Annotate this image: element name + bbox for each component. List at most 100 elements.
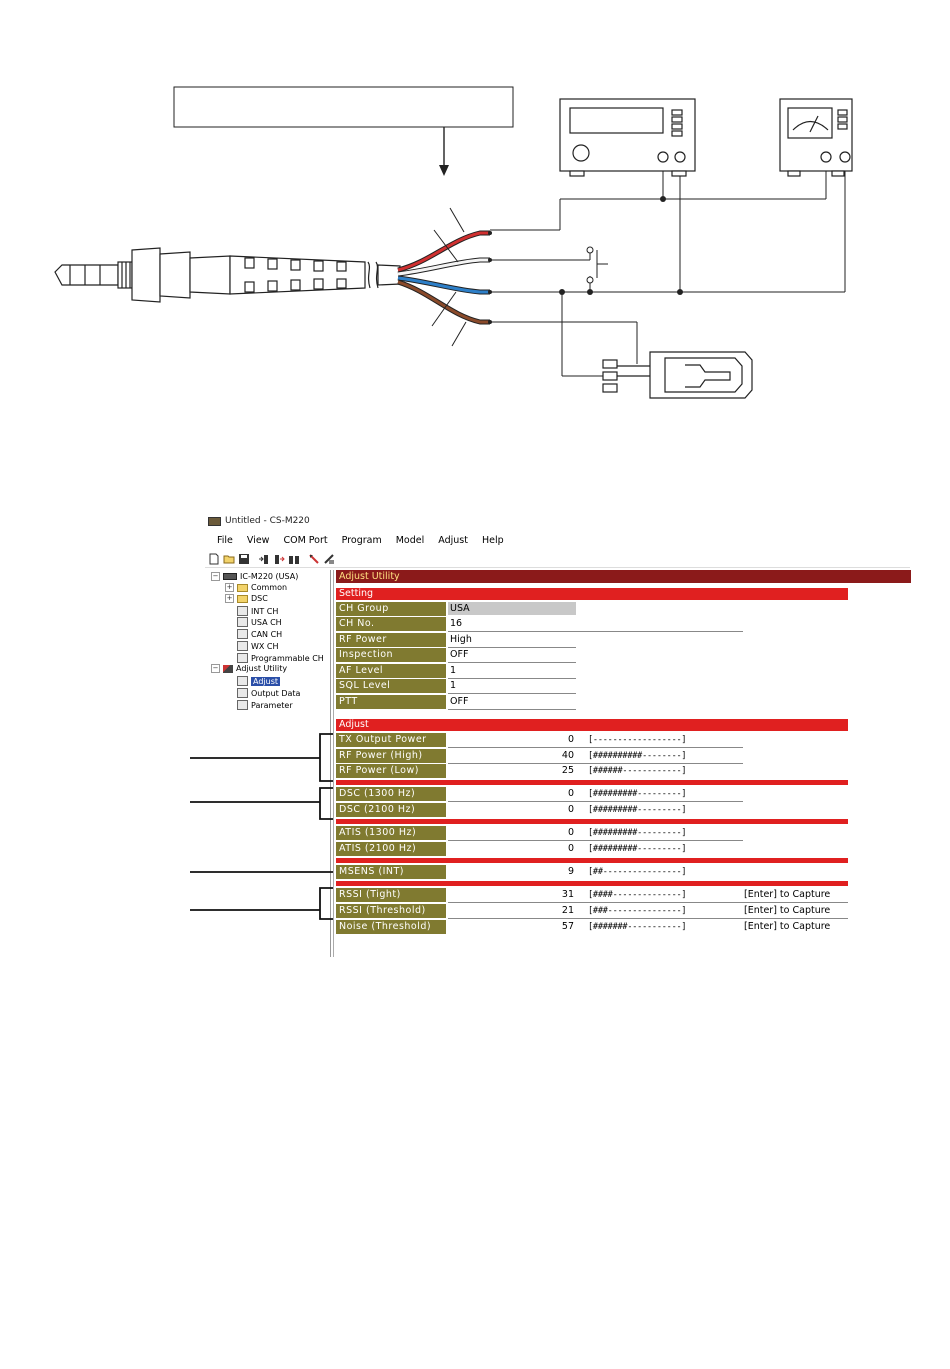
plug-connector-icon — [54, 247, 401, 303]
tree-item-parameter[interactable]: Parameter — [237, 700, 293, 710]
adjust-level-bar: [#########---------] — [588, 805, 687, 815]
adjust-level-bar: [#########---------] — [588, 844, 687, 854]
print-icon[interactable] — [323, 553, 335, 565]
setting-label: Inspection — [336, 648, 446, 662]
setting-row[interactable]: AF Level 1 — [336, 664, 848, 679]
divider — [448, 902, 848, 903]
adjust-label: Noise (Threshold) — [336, 920, 446, 934]
tree-item-wx-ch[interactable]: WX CH — [237, 641, 279, 651]
divider — [448, 747, 743, 748]
setting-value: OFF — [450, 649, 469, 660]
divider — [448, 709, 576, 710]
menu-model[interactable]: Model — [395, 534, 425, 546]
setting-value: High — [450, 634, 472, 645]
adjust-label: ATIS (2100 Hz) — [336, 842, 446, 856]
setting-row[interactable]: CH Group USA — [336, 602, 848, 617]
panel-header: Adjust Utility — [336, 570, 911, 583]
title-bar: Untitled - CS-M220 — [205, 512, 910, 530]
tree-view: − IC-M220 (USA) + Common + DSC INT CH US… — [205, 570, 331, 957]
expand-icon[interactable]: + — [225, 594, 234, 603]
callout-box — [173, 86, 514, 128]
setting-label: CH Group — [336, 602, 446, 616]
adjust-row[interactable]: Noise (Threshold) 57 [#######-----------… — [336, 920, 848, 935]
radio-model-icon — [223, 573, 237, 580]
speaker-icon — [602, 351, 753, 399]
adjust-row[interactable]: TX Output Power 0 [------------------] — [336, 733, 848, 748]
page-icon — [237, 606, 248, 616]
adjust-icon[interactable] — [308, 553, 320, 565]
divider — [448, 918, 848, 919]
clone-icon[interactable] — [288, 553, 300, 565]
divider — [448, 678, 576, 679]
setting-value: 1 — [450, 680, 457, 691]
adjust-value: 0 — [567, 734, 574, 745]
setting-row[interactable]: CH No. 16 — [336, 617, 848, 632]
adjust-value: 0 — [567, 788, 574, 799]
divider — [448, 693, 576, 694]
menu-file[interactable]: File — [217, 534, 233, 546]
setting-label: RF Power — [336, 633, 446, 647]
adjust-label: ATIS (1300 Hz) — [336, 826, 446, 840]
adjust-value: 0 — [567, 827, 574, 838]
adjust-row[interactable]: MSENS (INT) 9 [##----------------] — [336, 865, 848, 880]
menu-view[interactable]: View — [246, 534, 270, 546]
read-radio-icon[interactable] — [258, 553, 270, 565]
tree-item-adjust[interactable]: Adjust — [237, 676, 281, 686]
adjust-row[interactable]: RF Power (Low) 25 [######------------] — [336, 764, 848, 779]
adjust-label: DSC (2100 Hz) — [336, 803, 446, 817]
adjust-label: RF Power (High) — [336, 749, 446, 763]
tree-item-can-ch[interactable]: CAN CH — [237, 629, 282, 639]
adjust-value: 25 — [561, 765, 574, 776]
page-icon — [237, 700, 248, 710]
adjust-level-bar: [####--------------] — [588, 890, 687, 900]
adjust-row[interactable]: RSSI (Tight) 31 [####--------------] [En… — [336, 888, 848, 903]
adjust-row[interactable]: DSC (2100 Hz) 0 [#########---------] — [336, 803, 848, 818]
tree-item-adjust-utility[interactable]: − Adjust Utility — [211, 664, 288, 673]
window-title: Untitled - CS-M220 — [225, 516, 310, 526]
adjust-row[interactable]: RF Power (High) 40 [##########--------] — [336, 749, 848, 764]
tree-item-common[interactable]: + Common — [225, 583, 288, 592]
tree-item-usa-ch[interactable]: USA CH — [237, 617, 282, 627]
capture-hint: [Enter] to Capture — [744, 921, 831, 932]
setting-label: CH No. — [336, 617, 446, 631]
adjust-level-bar: [###---------------] — [588, 906, 687, 916]
adjust-level-bar: [#########---------] — [588, 789, 687, 799]
divider — [448, 763, 743, 764]
menu-adjust[interactable]: Adjust — [438, 534, 468, 546]
setting-value: USA — [450, 603, 470, 614]
tree-item-programmable-ch[interactable]: Programmable CH — [237, 653, 324, 663]
new-file-icon[interactable] — [208, 553, 220, 565]
tree-item-output-data[interactable]: Output Data — [237, 688, 300, 698]
write-radio-icon[interactable] — [273, 553, 285, 565]
open-folder-icon[interactable] — [223, 553, 235, 565]
setting-label: PTT — [336, 695, 446, 709]
expand-icon[interactable]: + — [225, 583, 234, 592]
page-icon — [237, 653, 248, 663]
divider — [448, 647, 576, 648]
adjust-row[interactable]: ATIS (2100 Hz) 0 [#########---------] — [336, 842, 848, 857]
adjust-label: RSSI (Threshold) — [336, 904, 446, 918]
menu-program[interactable]: Program — [341, 534, 382, 546]
save-icon[interactable] — [238, 553, 250, 565]
collapse-icon[interactable]: − — [211, 572, 220, 581]
setting-row[interactable]: PTT OFF — [336, 695, 848, 710]
setting-row[interactable]: RF Power High — [336, 633, 848, 648]
setting-row[interactable]: SQL Level 1 — [336, 679, 848, 694]
tree-item-int-ch[interactable]: INT CH — [237, 606, 278, 616]
adjust-row[interactable]: RSSI (Threshold) 21 [###---------------]… — [336, 904, 848, 919]
setting-row[interactable]: Inspection OFF — [336, 648, 848, 663]
adjust-label: RF Power (Low) — [336, 764, 446, 778]
adjust-level-bar: [##----------------] — [588, 867, 687, 877]
tree-root[interactable]: − IC-M220 (USA) — [211, 572, 299, 581]
tree-item-dsc[interactable]: + DSC — [225, 594, 268, 603]
collapse-icon[interactable]: − — [211, 664, 220, 673]
group-separator — [336, 881, 848, 886]
page-icon — [237, 676, 248, 686]
divider — [448, 840, 743, 841]
adjust-row[interactable]: DSC (1300 Hz) 0 [#########---------] — [336, 787, 848, 802]
group-separator — [336, 780, 848, 785]
adjust-row[interactable]: ATIS (1300 Hz) 0 [#########---------] — [336, 826, 848, 841]
cs-m220-window: Untitled - CS-M220 File View COM Port Pr… — [205, 512, 911, 957]
menu-com-port[interactable]: COM Port — [283, 534, 328, 546]
menu-help[interactable]: Help — [481, 534, 504, 546]
